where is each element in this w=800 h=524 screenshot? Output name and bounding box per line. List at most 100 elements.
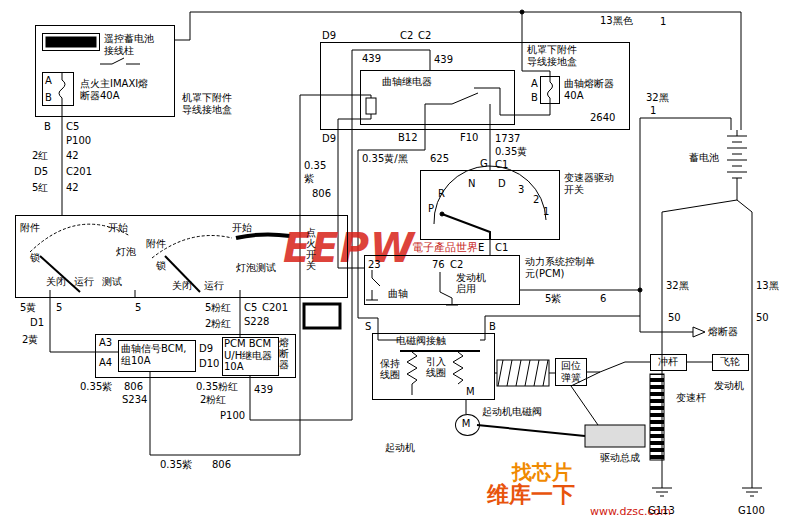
wire-connector	[515, 104, 550, 115]
junction-box: 机罩下附件导线接地盒遥控蓄电池接线柱点火主IMAXI熔断器40A	[35, 25, 175, 117]
wire-label: 0.35紫	[160, 459, 192, 470]
wire-label: P100	[66, 135, 91, 146]
switch-symbol	[366, 270, 380, 300]
relay-coil	[366, 98, 376, 114]
pull-in-coil	[453, 352, 463, 384]
wire-label: 引入线圈	[426, 356, 450, 378]
wire-label: B12	[398, 132, 418, 143]
node-label: 曲轴信号BCM,组10A	[121, 343, 193, 366]
wire-connector	[50, 298, 118, 352]
wire-connector	[490, 125, 491, 170]
wire-label: 测试	[102, 276, 122, 287]
wire-label: 锁	[30, 252, 40, 263]
connector-block	[304, 304, 340, 328]
node-label: 点火主IMAXI熔断器40A	[80, 78, 152, 101]
fuse-link	[548, 76, 553, 104]
wire-label: B	[45, 92, 52, 103]
shift-lever	[571, 362, 650, 425]
node-label: 飞轮	[714, 356, 746, 368]
wire-label: 5	[135, 302, 141, 313]
wire-label: 439	[362, 53, 381, 64]
wire-connector	[62, 106, 63, 215]
wire-label: 锁	[156, 260, 166, 271]
wire-label: S234	[122, 394, 147, 405]
wire-label: C201	[262, 302, 288, 313]
wire-label: 76	[432, 259, 445, 270]
motor-shaft	[477, 425, 585, 436]
fuse-block: 熔断器曲轴信号BCM,组10APCM BCM U/H继电器10A	[95, 334, 296, 378]
wire-label: 0.35黄/黑	[362, 153, 408, 164]
wire-label: 3	[518, 184, 524, 195]
holding-coil	[407, 352, 417, 395]
wire-label: 42	[66, 150, 79, 161]
wire-label: 驱动总成	[600, 452, 640, 463]
wire-connector	[175, 12, 741, 130]
switch-symbol	[100, 58, 140, 64]
wire-label: 灯泡	[116, 246, 136, 257]
node-label: 回位弹簧	[558, 360, 584, 383]
wire-label: 发动机	[714, 380, 744, 391]
wire-label: 灯泡测试	[236, 262, 276, 273]
wire-label: G	[480, 158, 488, 169]
wire-label: 起动机	[385, 442, 415, 453]
plunger-coil	[497, 360, 549, 386]
wire-label: 6	[600, 293, 606, 304]
plunger: 冲杆	[650, 354, 687, 371]
node-label: 电磁阀接触	[396, 335, 446, 347]
schematic-stroke	[30, 10, 762, 496]
wire-label: 5粉红	[205, 302, 231, 313]
node-label: 动力系统控制单元(PCM)	[525, 256, 599, 279]
relay: 曲轴继电器	[360, 70, 515, 125]
switch-arc	[236, 234, 290, 238]
switch-pointer	[442, 214, 490, 240]
wire-label: 运行	[74, 276, 94, 287]
wire-label: A	[45, 75, 52, 86]
wire-label: C5	[66, 121, 79, 132]
wire-label: 2	[533, 194, 539, 205]
wire-label: P100	[220, 410, 245, 421]
wire-label: 保持线圈	[380, 358, 404, 380]
wire-label: 2红	[32, 150, 48, 161]
node-label: 机罩下附件导线接地盒	[182, 92, 238, 115]
wire-label: G113	[648, 505, 675, 516]
wire-label: 0.35紫	[80, 381, 112, 392]
wire-label: 42	[66, 182, 79, 193]
wire-label: 439	[434, 54, 453, 65]
wire-connector	[687, 362, 712, 363]
wire-label: 1	[543, 206, 549, 217]
fuse-link	[59, 72, 65, 106]
wire-label: 806	[124, 381, 143, 392]
wire-label: N	[468, 178, 475, 189]
wire-label: 0.35粉红	[196, 381, 238, 392]
wire-label: 5红	[32, 182, 48, 193]
wire-label: 熔断器	[708, 326, 738, 337]
wire-label: D5	[34, 166, 48, 177]
wire-label: 2粉红	[205, 318, 231, 329]
motor-symbol: M	[455, 414, 480, 436]
node-label: 曲轴继电器	[382, 76, 432, 88]
fuse: PCM BCM U/H继电器10A	[222, 337, 279, 376]
switch-arc	[434, 166, 546, 224]
wire-label: F10	[460, 132, 478, 143]
wire-label: G100	[738, 505, 765, 516]
wire-label: 起动机电磁阀	[482, 406, 542, 417]
wire-label: D9	[199, 343, 213, 354]
wire-label: 0.35	[304, 160, 326, 171]
wire-label: 439	[254, 384, 273, 395]
wire-label: D1	[30, 317, 44, 328]
wire-label: 50	[756, 312, 769, 323]
wire-label: A4	[99, 357, 112, 368]
drive-pinion	[585, 425, 645, 447]
wire-connector	[250, 50, 430, 420]
wire-label: 运行	[204, 280, 224, 291]
node-label: 机罩下附件导线接地盒	[527, 44, 583, 67]
wire-label: 1	[660, 16, 666, 27]
wire-label: C201	[66, 166, 92, 177]
watermark: EEPW	[283, 228, 415, 268]
wire-connector	[240, 298, 241, 337]
terminal-bar	[46, 37, 96, 47]
wire-label: 开始	[108, 222, 128, 233]
wire-label: S228	[244, 316, 269, 327]
wire-label: 50	[668, 312, 681, 323]
node-label: 变速器驱动开关	[564, 172, 616, 195]
